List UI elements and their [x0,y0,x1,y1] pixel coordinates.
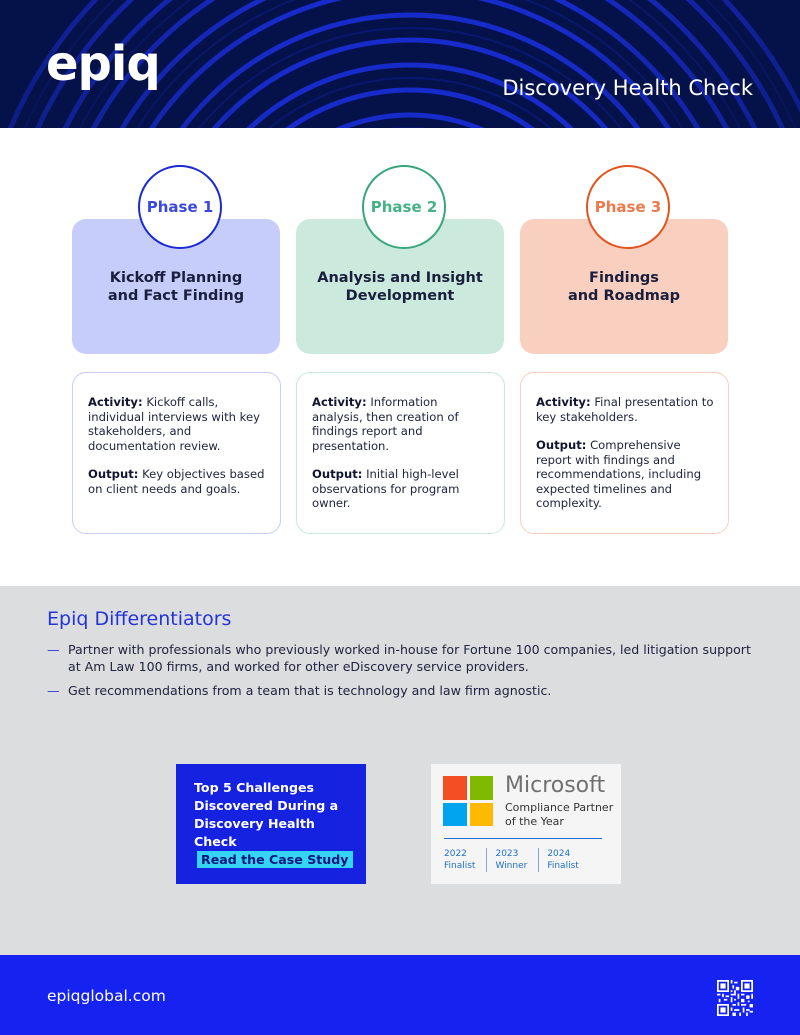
phase-circle-label: Phase 3 [586,165,670,249]
activity-paragraph: Activity: Final presentation to key stak… [536,395,714,424]
activity-text: Information analysis, then creation of f… [312,395,459,453]
activity-text: Kickoff calls, individual interviews wit… [88,395,260,453]
output-paragraph: Output: Initial high-level observations … [312,467,490,511]
microsoft-wordmark: Microsoft [505,773,606,798]
phase-card: Analysis and Insight Development [296,219,504,354]
qr-code-icon[interactable] [717,980,753,1016]
list-item: — Partner with professionals who previous… [47,641,767,675]
award-status: Winner [495,861,528,871]
output-label: Output: [312,467,363,481]
activity-label: Activity: [312,395,367,409]
activity-paragraph: Activity: Information analysis, then cre… [312,395,490,453]
output-text: Comprehensive report with findings and r… [536,438,702,510]
read-case-study-button[interactable]: Read the Case Study [197,851,353,868]
phase-card-title: Analysis and Insight Development [317,270,483,304]
output-paragraph: Output: Key objectives based on client n… [88,467,266,496]
case-study-title-line: Top 5 Challenges [194,780,315,795]
output-text: Key objectives based on client needs and… [88,467,265,496]
output-label: Output: [88,467,139,481]
case-study-title-line: Discovered During a [194,798,339,813]
phase-circle-label: Phase 1 [138,165,222,249]
dash-bullet-icon: — [47,642,60,657]
microsoft-logo-icon [443,776,493,826]
website-link[interactable]: epiqglobal.com [47,987,166,1005]
activity-text: Final presentation to key stakeholders. [536,395,714,424]
phase-card-title: Findings and Roadmap [567,270,681,304]
award-year: 2022 [444,849,467,859]
list-item: — Get recommendations from a team that is… [47,682,767,699]
list-item-text: Partner with professionals who previousl… [68,642,751,674]
award-subtitle: Compliance Partner of the Year [505,801,614,828]
case-study-title: Top 5 Challenges Discovered During a Dis… [194,779,348,851]
phase-card-title: Kickoff Planning and Fact Finding [107,270,245,304]
document-title: Discovery Health Check [502,76,753,100]
activity-label: Activity: [88,395,143,409]
output-label: Output: [536,438,587,452]
case-study-title-line: Discovery Health Check [194,816,315,849]
phase-detail-box: Activity: Final presentation to key stak… [520,372,729,534]
differentiators-list: — Partner with professionals who previous… [47,641,767,706]
award-year: 2023 [495,849,519,859]
award-status: Finalist [444,861,476,871]
output-paragraph: Output: Comprehensive report with findin… [536,438,714,511]
phase-circle-label: Phase 2 [362,165,446,249]
output-text: Initial high-level observations for prog… [312,467,460,510]
differentiators-section: Epiq Differentiators — Partner with profe… [0,586,800,956]
header-banner: epiq Discovery Health Check [0,0,800,128]
list-item-text: Get recommendations from a team that is … [68,683,552,698]
award-status: Finalist [547,861,579,871]
epiq-logo: epiq [46,36,161,92]
phase-detail-box: Activity: Information analysis, then cre… [296,372,505,534]
microsoft-award-badge: Microsoft Compliance Partner of the Year… [431,764,621,884]
activity-paragraph: Activity: Kickoff calls, individual inte… [88,395,266,453]
phase-detail-box: Activity: Kickoff calls, individual inte… [72,372,281,534]
footer: epiqglobal.com [0,955,800,1035]
wave-pattern-graphic [0,0,800,128]
divider [444,838,602,839]
case-study-promo[interactable]: Top 5 Challenges Discovered During a Dis… [176,764,366,884]
differentiators-heading: Epiq Differentiators [47,608,232,630]
award-year: 2024 [547,849,571,859]
dash-bullet-icon: — [47,683,60,698]
activity-label: Activity: [536,395,591,409]
